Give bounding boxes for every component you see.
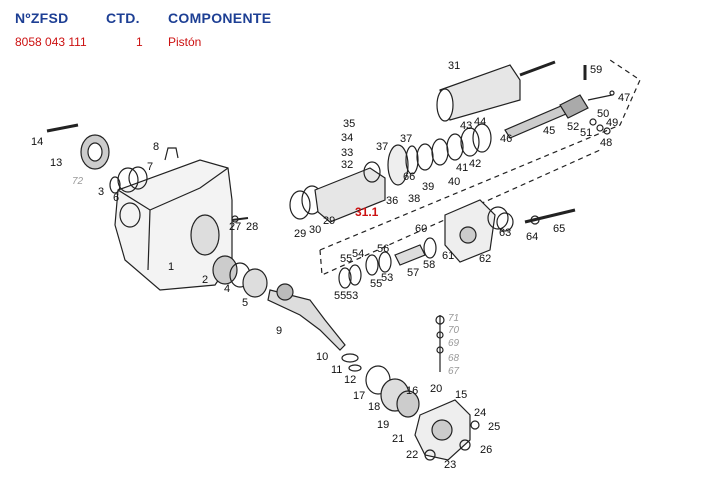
part-label: 34: [341, 132, 353, 144]
part-label: 26: [480, 444, 492, 456]
part-label: 9: [276, 325, 282, 337]
part-label-faded: 67: [448, 366, 460, 377]
part-label: 4: [224, 283, 230, 295]
part-label: 25: [488, 421, 500, 433]
part-label-faded: 70: [448, 325, 460, 336]
part-label-faded: 72: [72, 176, 84, 187]
part-label: 41: [456, 162, 468, 174]
part-label: 58: [423, 259, 435, 271]
part-label: 53: [381, 272, 393, 284]
part-label: 65: [553, 223, 565, 235]
part-label: 23: [444, 459, 456, 471]
part-label: 35: [343, 118, 355, 130]
diagram-drawing: [46, 59, 641, 461]
part-label: 14: [31, 136, 43, 148]
part-label: 2: [202, 274, 208, 286]
part-label: 31: [448, 60, 460, 72]
part-label: 64: [526, 231, 538, 243]
part-label: 37: [376, 141, 388, 153]
header-quantity: CTD.: [106, 10, 140, 26]
part-label: 20: [430, 383, 442, 395]
part-label: 55: [340, 253, 352, 265]
part-label: 27: [229, 221, 241, 233]
part-label-faded: 71: [448, 313, 459, 324]
part-label-faded: 68: [448, 353, 460, 364]
part-label: 17: [353, 390, 365, 402]
part-label: 51: [580, 127, 592, 139]
part-label: 24: [474, 407, 486, 419]
part-label: 7: [147, 161, 153, 173]
part-number: 8058 043 111: [15, 35, 87, 49]
part-label: 53: [346, 290, 358, 302]
header-part-number: NºZFSD: [15, 10, 69, 26]
part-label: 21: [392, 433, 404, 445]
part-label: 6: [113, 192, 119, 204]
part-label: 37: [400, 133, 412, 145]
part-label: 48: [600, 137, 612, 149]
part-label: 59: [590, 64, 602, 76]
part-label-faded: 69: [448, 338, 460, 349]
part-label: 45: [543, 125, 555, 137]
part-label: 15: [455, 389, 467, 401]
part-label: 47: [618, 92, 630, 104]
part-label: 28: [246, 221, 258, 233]
part-label: 42: [469, 158, 481, 170]
part-label: 63: [499, 227, 511, 239]
part-label: 54: [352, 248, 364, 260]
part-label: 66: [403, 171, 415, 183]
part-label: 39: [422, 181, 434, 193]
part-label: 36: [386, 195, 398, 207]
part-label: 3: [98, 186, 104, 198]
part-label: 8: [153, 141, 159, 153]
part-label: 1: [168, 261, 174, 273]
part-label: 56: [377, 243, 389, 255]
part-label: 12: [344, 374, 356, 386]
part-label: 5: [242, 297, 248, 309]
part-label: 18: [368, 401, 380, 413]
part-label: 43: [460, 120, 472, 132]
part-label: 29: [323, 215, 335, 227]
part-labels: 1 2 3 4 5 6 7 8 9 10 11 12 13 14 15 16 1…: [31, 60, 630, 471]
part-label: 62: [479, 253, 491, 265]
part-label: 16: [406, 385, 418, 397]
part-label: 38: [408, 193, 420, 205]
part-label: 33: [341, 147, 353, 159]
component: Pistón: [168, 35, 202, 49]
part-label: 30: [309, 224, 321, 236]
part-label: 55: [370, 278, 382, 290]
quantity: 1: [136, 35, 143, 49]
header-component: COMPONENTE: [168, 10, 272, 26]
part-label: 60: [415, 223, 427, 235]
part-label: 55: [334, 290, 346, 302]
part-label: 61: [442, 250, 454, 262]
part-label: 50: [597, 108, 609, 120]
part-label: 46: [500, 133, 512, 145]
part-label: 57: [407, 267, 419, 279]
part-label: 22: [406, 449, 418, 461]
part-label: 52: [567, 121, 579, 133]
part-label: 13: [50, 157, 62, 169]
part-label: 11: [331, 364, 342, 376]
part-label: 19: [377, 419, 389, 431]
part-label: 32: [341, 159, 353, 171]
part-label: 10: [316, 351, 328, 363]
part-label: 40: [448, 176, 460, 188]
part-label: 49: [606, 117, 618, 129]
part-label: 29: [294, 228, 306, 240]
part-label: 44: [474, 116, 486, 128]
highlighted-part-label: 31.1: [355, 205, 379, 219]
